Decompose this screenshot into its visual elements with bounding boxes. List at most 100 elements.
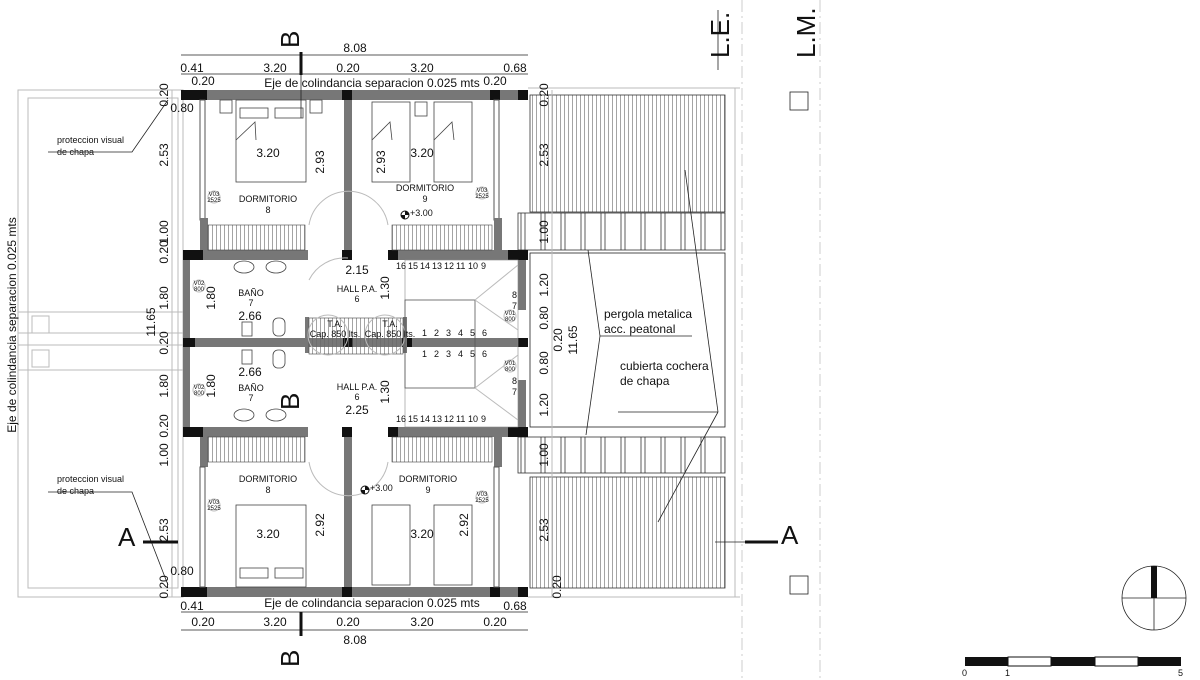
window-tag-icon bbox=[475, 490, 489, 504]
step-number: 2 bbox=[434, 349, 439, 359]
room-name: HALL P.A. bbox=[337, 284, 378, 294]
window-tag-icon bbox=[475, 186, 489, 200]
section-markers: B B B A A bbox=[118, 31, 799, 667]
dimension-label: 800 bbox=[505, 317, 516, 323]
room-width: 3.20 bbox=[410, 527, 434, 541]
room-number: 6 bbox=[354, 392, 359, 402]
step-number: 14 bbox=[420, 414, 430, 424]
window-tag-icon bbox=[192, 279, 206, 293]
section-mark-a: A bbox=[781, 520, 799, 550]
scale-bar: 0 1 5 bbox=[962, 656, 1183, 678]
dimension-label: 0.20 bbox=[537, 83, 551, 107]
dimension-label: 0.20 bbox=[550, 575, 564, 599]
room-depth: 1.30 bbox=[378, 276, 392, 300]
party-wall-label: Eje de colindancia separacion 0.025 mts bbox=[264, 76, 479, 90]
room-name: DORMITORIO bbox=[399, 474, 457, 484]
room-width: 2.66 bbox=[238, 365, 262, 379]
room-depth: 1.80 bbox=[204, 286, 218, 310]
section-mark-a: A bbox=[118, 522, 136, 552]
dimension-label: 0.20 bbox=[157, 575, 171, 599]
dimension-label: 2525 bbox=[207, 506, 221, 512]
dimension-label: 0.80 bbox=[537, 351, 551, 375]
level-label: +3.00 bbox=[370, 483, 393, 493]
step-number: 5 bbox=[470, 328, 475, 338]
overall-width-dim: 8.08 bbox=[343, 633, 367, 647]
room-number: 7 bbox=[248, 298, 253, 308]
room-width: 3.20 bbox=[410, 146, 434, 160]
room-depth: 1.30 bbox=[378, 380, 392, 404]
room-number: 7 bbox=[248, 393, 253, 403]
dimension-label: 1.00 bbox=[157, 443, 171, 467]
dimension-label: 1.80 bbox=[157, 374, 171, 398]
scale-label: 0 bbox=[962, 668, 967, 678]
step-number: 3 bbox=[446, 328, 451, 338]
dimension-label: 0.41 bbox=[180, 61, 204, 75]
dimension-label: 1.20 bbox=[537, 393, 551, 417]
step-number: 16 bbox=[396, 414, 406, 424]
step-number: 9 bbox=[481, 261, 486, 271]
tank-label: T.A. bbox=[327, 319, 343, 329]
dimension-label: 2525 bbox=[475, 194, 489, 200]
room-width: 2.25 bbox=[345, 403, 369, 417]
note-visual-protection: proteccion visual bbox=[57, 135, 124, 145]
dimension-label: 2525 bbox=[475, 498, 489, 504]
step-number: 7 bbox=[512, 387, 517, 397]
note-carport-roof: de chapa bbox=[620, 374, 670, 388]
dimension-label: 1.00 bbox=[537, 443, 551, 467]
step-number: 5 bbox=[470, 349, 475, 359]
window-tag-icon bbox=[503, 359, 517, 373]
step-number: 10 bbox=[468, 261, 478, 271]
window-tag-icon bbox=[192, 383, 206, 397]
scale-label: 5 bbox=[1178, 668, 1183, 678]
step-number: 10 bbox=[468, 414, 478, 424]
room-depth: 2.92 bbox=[457, 513, 471, 537]
dimension-label: 0.20 bbox=[191, 74, 215, 88]
dimension-label: 0.20 bbox=[157, 83, 171, 107]
tank-label: T.A. bbox=[382, 319, 398, 329]
dimension-label: 3.20 bbox=[263, 615, 287, 629]
step-number: 8 bbox=[512, 290, 517, 300]
room-number: 9 bbox=[425, 485, 430, 495]
dimension-label: 1.80 bbox=[157, 286, 171, 310]
dimension-label: 800 bbox=[505, 367, 516, 373]
room-number: 6 bbox=[354, 294, 359, 304]
overall-depth-dim: 11.65 bbox=[566, 325, 580, 354]
dimension-label: V02 bbox=[194, 385, 205, 391]
dimension-label: 2.53 bbox=[537, 518, 551, 542]
dimension-label: 0.20 bbox=[191, 615, 215, 629]
note-carport-roof: cubierta cochera bbox=[620, 359, 709, 373]
room-name: DORMITORIO bbox=[396, 183, 454, 193]
dimension-label: 0.80 bbox=[170, 101, 194, 115]
step-number: 11 bbox=[456, 414, 465, 424]
overall-width-dim: 8.08 bbox=[343, 41, 367, 55]
stair-numbers: 16 15 14 13 12 11 10 9 16 15 14 13 12 11… bbox=[396, 261, 517, 424]
room-depth: 2.93 bbox=[313, 150, 327, 174]
room-width: 3.20 bbox=[256, 146, 280, 160]
step-number: 15 bbox=[408, 261, 418, 271]
dimension-label: 1.20 bbox=[537, 273, 551, 297]
section-mark-b: B bbox=[275, 393, 305, 410]
notes: proteccion visual de chapa proteccion vi… bbox=[48, 99, 709, 586]
dimension-label: 0.80 bbox=[537, 306, 551, 330]
dimension-label: 0.20 bbox=[336, 61, 360, 75]
room-name: DORMITORIO bbox=[239, 474, 297, 484]
dimension-label: 3.20 bbox=[410, 615, 434, 629]
room-number: 9 bbox=[422, 194, 427, 204]
note-visual-protection: de chapa bbox=[57, 486, 94, 496]
window-tag-icon bbox=[207, 498, 221, 512]
scale-label: 1 bbox=[1005, 668, 1010, 678]
walls bbox=[181, 90, 528, 597]
room-width: 2.15 bbox=[345, 263, 369, 277]
room-depth: 2.92 bbox=[313, 513, 327, 537]
dimension-label: 1.00 bbox=[157, 220, 171, 244]
building-line-label: L.E. bbox=[705, 12, 735, 58]
room-number: 8 bbox=[265, 205, 270, 215]
furniture bbox=[207, 99, 493, 588]
section-mark-b: B bbox=[275, 650, 305, 667]
room-name: HALL P.A. bbox=[337, 382, 378, 392]
column-base-icon bbox=[789, 91, 809, 111]
step-number: 2 bbox=[434, 328, 439, 338]
dimension-label: 3.20 bbox=[410, 61, 434, 75]
